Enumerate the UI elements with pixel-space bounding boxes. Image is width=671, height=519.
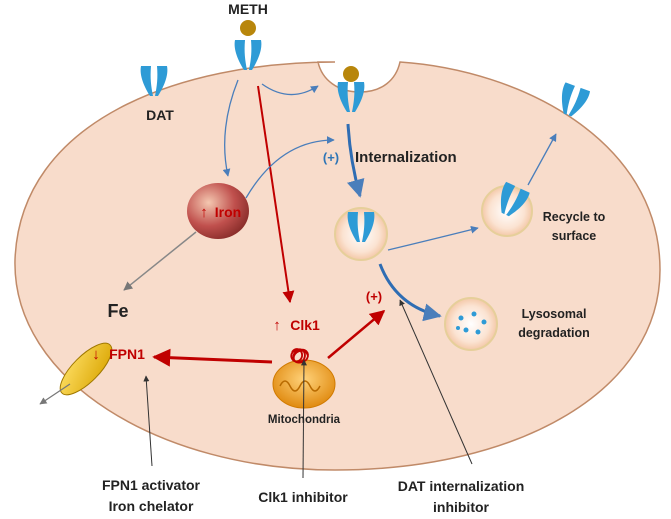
label-plus-blue: (+) [323,150,339,165]
label-meth: METH [228,1,268,17]
arrow-to-lysosome [378,263,442,322]
label-dat: DAT [146,107,174,123]
arrow-meth-to-internalization [261,83,319,96]
arrow-iron-to-internalization [245,136,335,199]
label-recycle-line1: Recycle to [543,210,606,224]
arrow-fe-export [39,383,71,405]
dat-transporter-meth-bound [234,40,262,70]
meth-molecule-internalizing [343,66,359,82]
label-fe: Fe [107,301,128,321]
arrow-iron-to-fe [123,231,197,291]
label-fpn1-activator: FPN1 activator [102,477,201,493]
iron-sphere [187,183,249,239]
arrow-internalization [346,123,365,198]
label-internalization: Internalization [355,149,457,166]
label-iron-up-arrow: ↑ [200,204,208,221]
arrow-recycle-to-surface [527,133,557,186]
label-fpn1-down-arrow: ↓ [92,346,100,363]
cell-membrane [14,61,661,471]
label-iron: Iron [215,204,241,220]
endosome-vesicle [334,207,388,261]
label-mitochondria: Mitochondria [268,414,341,426]
label-fpn1: FPN1 [109,346,145,362]
label-dat-inhibitor-line2: inhibitor [433,499,490,515]
label-dat-internalization-inhibitor: DAT internalization [398,478,525,494]
label-clk1: Clk1 [290,317,320,333]
arrow-mito-to-fpn1 [152,348,273,367]
pointer-fpn1-activator [143,375,153,467]
arrow-meth-to-clk1 [257,85,295,304]
pointer-dat-internalization-inhibitor [399,299,473,465]
arrow-to-recycling [387,225,479,251]
label-clk1-up-arrow: ↑ [273,317,281,334]
clk1-protein-cluster [290,348,309,364]
meth-molecule-top [240,20,256,36]
mitochondria-cristae [279,380,321,392]
label-plus-red: (+) [366,289,382,304]
label-lysosomal-line2: degradation [518,326,590,340]
lysosome [444,297,498,351]
label-clk1-inhibitor: Clk1 inhibitor [258,489,348,505]
arrow-meth-to-iron [222,79,239,177]
pointer-clk1-inhibitor [300,359,307,479]
fpn1-channel [59,342,113,396]
label-iron-chelator: Iron chelator [109,498,194,514]
lysosome-dots [456,311,487,335]
label-lysosomal-line1: Lysosomal [522,307,587,321]
label-recycle-line2: surface [552,229,597,243]
arrow-mito-to-internalization [327,310,386,359]
